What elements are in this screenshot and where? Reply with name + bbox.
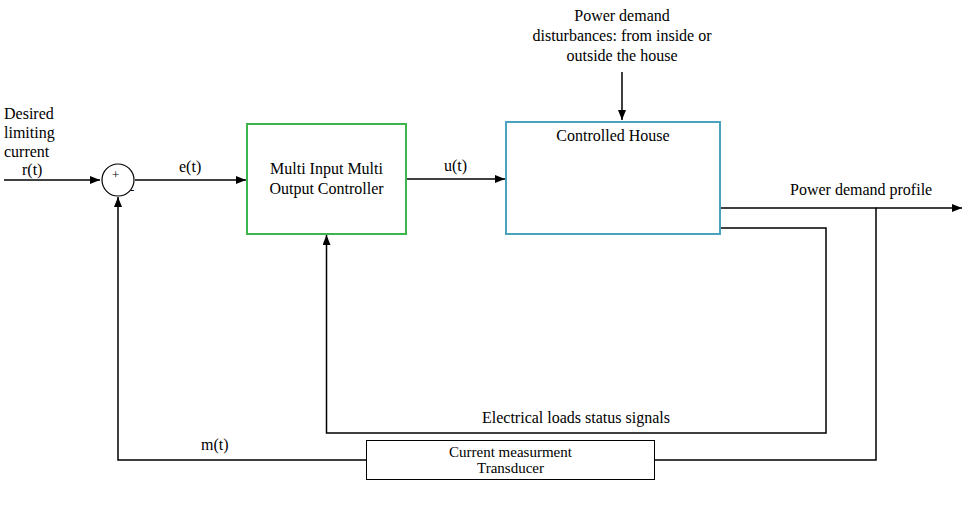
signal-connector (655, 208, 876, 460)
input-label: Desired limiting current (4, 104, 70, 161)
plus-sign: + (112, 168, 119, 182)
minus-sign: - (130, 183, 134, 197)
input-arrow (4, 179, 100, 181)
signal-connector (135, 179, 246, 181)
disturbance-label: Power demand disturbances: from inside o… (532, 6, 712, 66)
signal-name: r(t) (22, 160, 42, 179)
box-text: Current measurment Transducer (431, 444, 591, 476)
signal-label: e(t) (177, 158, 203, 176)
signal-connector (118, 197, 366, 460)
transducer-box: Current measurment Transducer (366, 440, 655, 480)
signal-connector (407, 178, 505, 180)
disturbance-arrow (621, 72, 623, 120)
box-text: Multi Input Multi Output Controller (256, 159, 397, 199)
output-label: Power demand profile (790, 180, 932, 199)
summing-junction: +- (101, 163, 135, 197)
output-arrow (876, 207, 962, 209)
controller-box: Multi Input Multi Output Controller (246, 123, 407, 235)
house-box: Controlled House (505, 121, 721, 235)
signal-connector (327, 228, 827, 433)
signal-label: m(t) (199, 436, 231, 454)
signal-label: u(t) (442, 157, 469, 175)
signal-label: Electrical loads status signals (480, 409, 672, 427)
box-title: Controlled House (553, 126, 672, 146)
